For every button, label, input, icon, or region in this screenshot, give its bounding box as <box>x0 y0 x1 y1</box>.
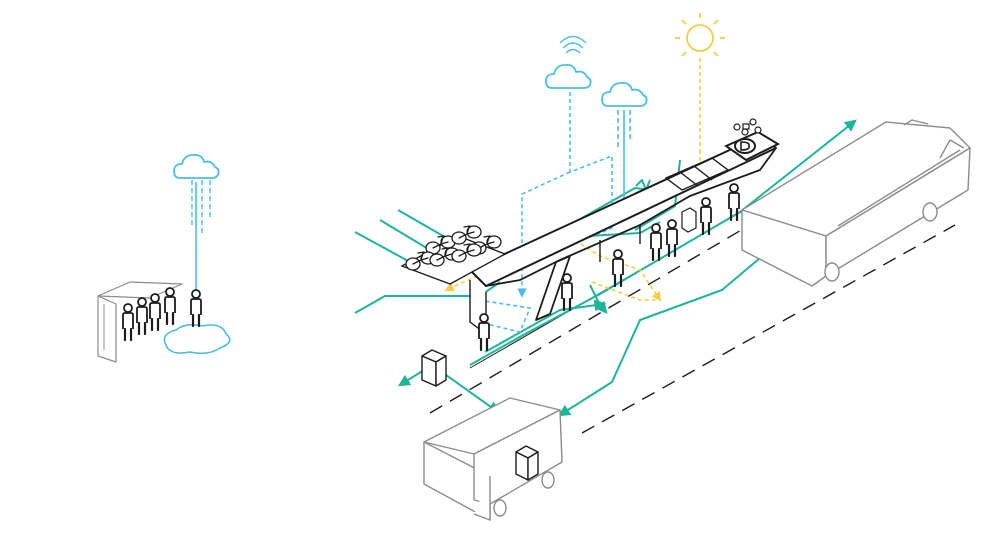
person-icon <box>148 292 162 332</box>
person-icon <box>477 312 491 352</box>
sun-icon <box>675 13 725 57</box>
shelter-icon <box>97 281 183 363</box>
delivery-van-icon <box>423 397 563 521</box>
drone-landing-pad <box>723 130 781 162</box>
wifi-signal-icon <box>559 35 587 54</box>
person-icon <box>665 218 679 258</box>
person-icon <box>699 196 713 236</box>
drone-icon <box>733 118 762 136</box>
bike-parking <box>400 225 507 285</box>
puddle-icon <box>163 323 231 355</box>
passengers <box>477 182 741 352</box>
person-icon <box>189 288 203 328</box>
rain-icon <box>617 110 631 150</box>
parcel-locker-icon <box>681 207 697 233</box>
parcel-locker-icon <box>421 349 447 387</box>
van-parcel-icon <box>515 445 539 481</box>
cloud-icon <box>601 81 648 107</box>
person-icon <box>611 248 625 288</box>
smart-canopy <box>469 118 781 336</box>
bus-icon <box>741 119 971 287</box>
cloud-icon <box>173 153 220 179</box>
canopy-support <box>535 255 571 321</box>
person-icon <box>135 296 149 336</box>
traditional-shelter-group <box>97 153 231 363</box>
rain-icon <box>191 180 211 235</box>
cloud-icon <box>545 63 592 89</box>
solar-panel <box>664 157 730 191</box>
person-icon <box>649 222 663 262</box>
person-icon <box>121 302 135 342</box>
person-icon <box>163 286 177 326</box>
person-icon <box>560 272 574 312</box>
